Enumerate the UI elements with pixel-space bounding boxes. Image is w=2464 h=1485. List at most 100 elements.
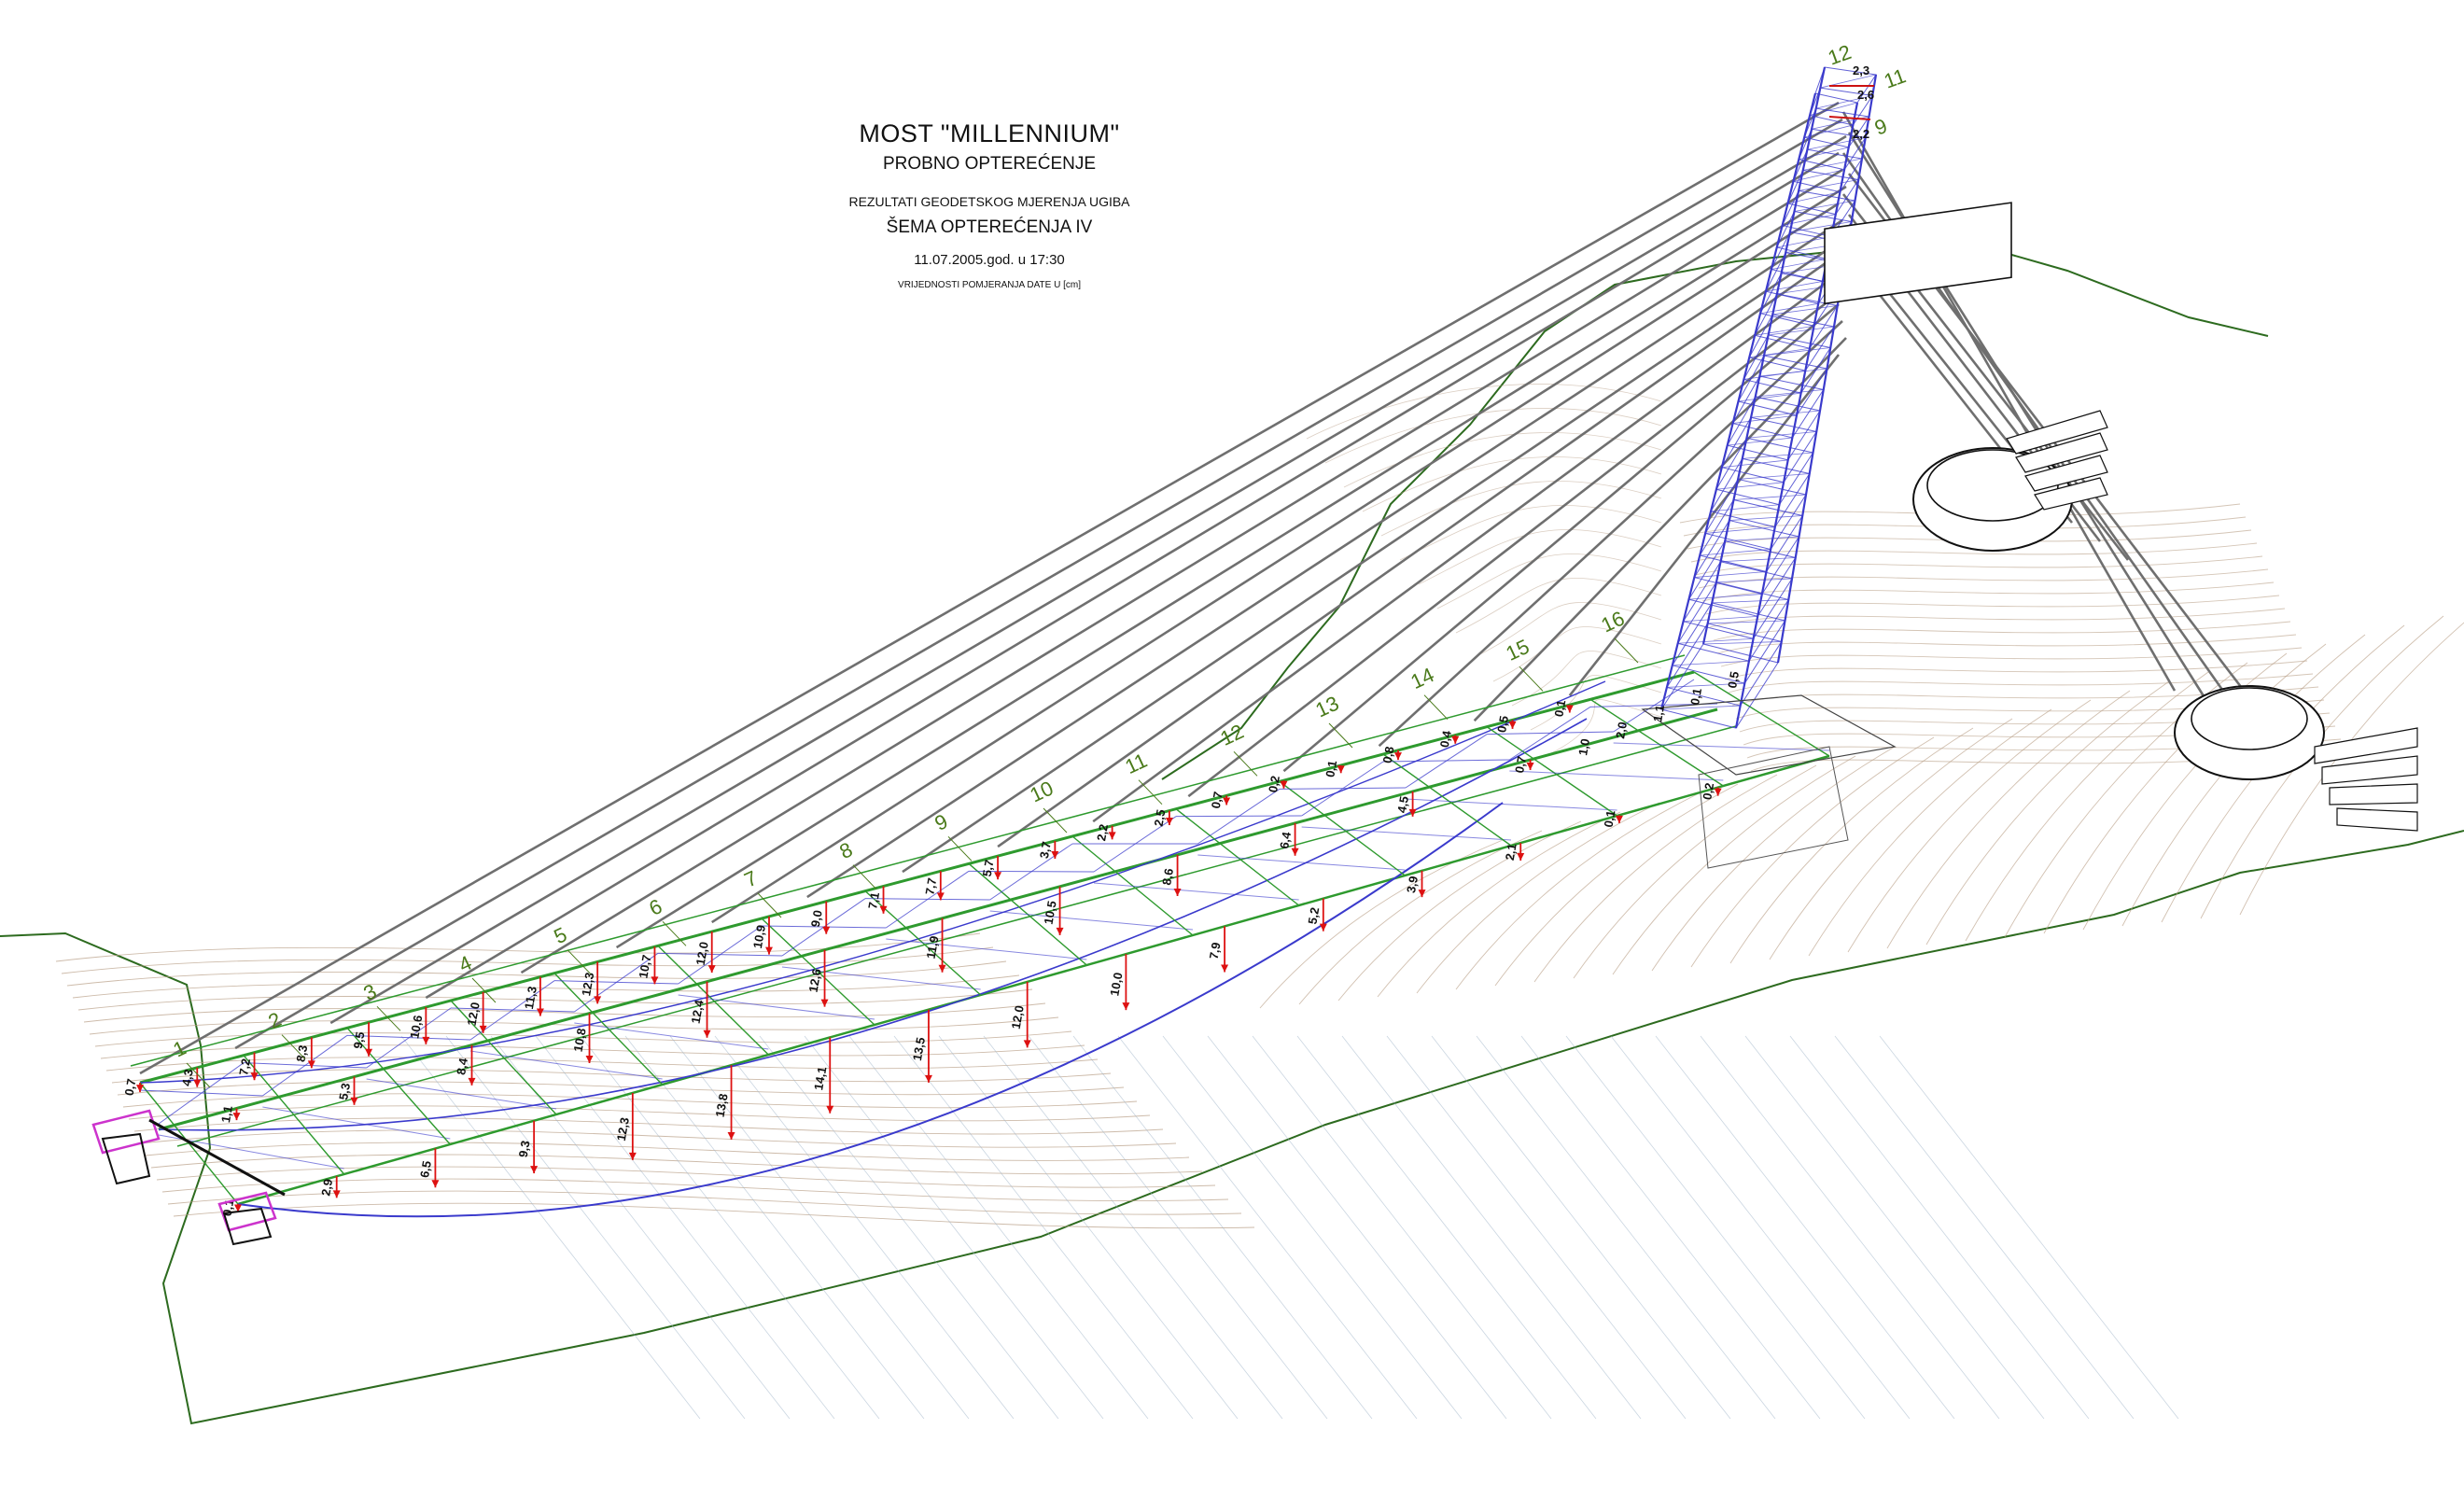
pylon-brace bbox=[1677, 637, 1754, 644]
bracing bbox=[574, 952, 659, 1013]
pylon-brace bbox=[1765, 281, 1823, 292]
contour-line bbox=[1416, 802, 1660, 994]
pylon-level-label: 9 bbox=[1871, 114, 1890, 140]
middle-deflection-label: 12,4 bbox=[689, 998, 707, 1024]
pylon-brace bbox=[1660, 705, 1741, 710]
section-number: 7 bbox=[741, 866, 762, 892]
water-hatch bbox=[624, 1035, 925, 1420]
upstream-deflection-arrowhead bbox=[1565, 705, 1574, 713]
downstream-deflection-arrowhead bbox=[1221, 964, 1229, 973]
pylon-brace bbox=[1782, 214, 1836, 226]
pylon-head-mark bbox=[1828, 116, 1871, 120]
upstream-deflection-arrowhead bbox=[879, 905, 888, 914]
cross-girder bbox=[1175, 808, 1300, 906]
water-hatch bbox=[848, 1035, 1149, 1420]
pylon-frame bbox=[1798, 128, 1867, 171]
contour-line bbox=[128, 1105, 1151, 1122]
middle-deflection-arrowhead bbox=[820, 999, 829, 1007]
middle-deflection-label: 0,7 bbox=[1512, 755, 1529, 774]
bracing bbox=[678, 925, 763, 985]
end-girder bbox=[148, 1118, 286, 1197]
section-leader bbox=[1328, 722, 1353, 749]
pylon-level-label: 11 bbox=[1881, 63, 1909, 92]
bracing bbox=[1405, 734, 1488, 789]
section-number: 5 bbox=[551, 922, 571, 948]
pylon-brace bbox=[1733, 494, 1807, 500]
upstream-deflection-label: 0,4 bbox=[1437, 729, 1454, 749]
downstream-deflection-label: 14,1 bbox=[811, 1066, 829, 1092]
contour-line bbox=[1337, 820, 1582, 1002]
pylon-brace bbox=[1720, 557, 1796, 563]
cross-girder bbox=[243, 1055, 345, 1175]
pylon-brace bbox=[1725, 536, 1799, 542]
water-hatch bbox=[983, 1035, 1283, 1420]
contour-line bbox=[1306, 384, 1662, 440]
river-hatching bbox=[400, 1035, 2179, 1420]
middle-deflection-arrowhead bbox=[350, 1097, 358, 1105]
bracing bbox=[678, 994, 875, 1020]
downstream-deflection-arrowhead bbox=[727, 1131, 735, 1140]
middle-deflection-label: 8,4 bbox=[454, 1057, 470, 1076]
pylon-top-value: 2,6 bbox=[1857, 88, 1874, 102]
anchor-fin bbox=[2329, 783, 2418, 806]
pylon-frame bbox=[1743, 334, 1832, 394]
downstream-deflection-arrowhead bbox=[1714, 788, 1722, 796]
pylon-brace bbox=[1729, 515, 1803, 521]
water-hatch bbox=[445, 1035, 746, 1420]
anchor-fin bbox=[2034, 477, 2108, 511]
water-hatch bbox=[1252, 1035, 1552, 1420]
upstream-deflection-label: 0,7 bbox=[1209, 791, 1225, 809]
water-hatch bbox=[1431, 1035, 1731, 1420]
pylon-brace bbox=[1794, 200, 1855, 212]
middle-deflection-label: 4,5 bbox=[1394, 795, 1411, 814]
water-hatch bbox=[1789, 1035, 2090, 1420]
stay-cable bbox=[139, 101, 1840, 1075]
bracing bbox=[886, 870, 970, 929]
water-hatch bbox=[804, 1035, 1104, 1420]
pylon bbox=[1641, 66, 1897, 869]
upstream-deflection-label: 4,3 bbox=[179, 1068, 196, 1086]
pylon-frame bbox=[1710, 457, 1811, 528]
pylon-brace bbox=[1712, 599, 1789, 604]
bracing bbox=[1405, 798, 1617, 811]
upstream-deflection-arrowhead bbox=[651, 976, 659, 985]
downstream-deflection-label: 2,9 bbox=[318, 1178, 335, 1197]
middle-deflection-arrowhead bbox=[232, 1113, 241, 1121]
downstream-deflection-arrowhead bbox=[628, 1152, 637, 1160]
stay-cable bbox=[329, 134, 1847, 1025]
abutment-block bbox=[222, 1207, 273, 1246]
contour-line bbox=[1343, 432, 1662, 488]
water-hatch bbox=[1476, 1035, 1776, 1420]
pylon-brace bbox=[1755, 325, 1814, 336]
upstream-deflection-label: 9,5 bbox=[351, 1030, 368, 1049]
contour-line bbox=[94, 1030, 1072, 1047]
upstream-deflection-label: 10,7 bbox=[636, 954, 653, 980]
upstream-deflection-label: 0,2 bbox=[1266, 775, 1282, 793]
upstream-deflection-label: 10,9 bbox=[750, 924, 768, 950]
pylon-frame bbox=[1693, 520, 1800, 595]
downstream-deflection-label: 6,5 bbox=[417, 1159, 434, 1178]
bracing bbox=[1197, 788, 1281, 845]
contour-line bbox=[1728, 673, 2314, 693]
bracing bbox=[262, 1034, 348, 1097]
upstream-deflection-arrowhead bbox=[193, 1079, 202, 1087]
contour-line bbox=[2082, 643, 2327, 931]
pylon-brace bbox=[1799, 179, 1859, 191]
pylon-brace bbox=[1776, 236, 1832, 248]
contour-line bbox=[139, 1129, 1177, 1148]
pylon-brace bbox=[1688, 594, 1762, 600]
pylon-brace bbox=[1789, 221, 1852, 232]
pylon-brace bbox=[1749, 347, 1810, 358]
pylon-frame bbox=[1786, 169, 1860, 216]
deflected-line-middle bbox=[158, 718, 1588, 1131]
pylon-brace bbox=[1727, 437, 1793, 446]
contour-line bbox=[1494, 783, 1739, 987]
middle-deflection-label: 8,6 bbox=[1159, 867, 1176, 886]
middle-deflection-arrowhead bbox=[468, 1077, 476, 1086]
upstream-deflection-arrowhead bbox=[1337, 765, 1345, 774]
water-hatch bbox=[1072, 1035, 1373, 1420]
contour-line bbox=[1769, 718, 2013, 960]
contour-line bbox=[122, 1093, 1138, 1109]
contour-line bbox=[1690, 542, 2258, 563]
contour-line bbox=[1847, 699, 2092, 953]
